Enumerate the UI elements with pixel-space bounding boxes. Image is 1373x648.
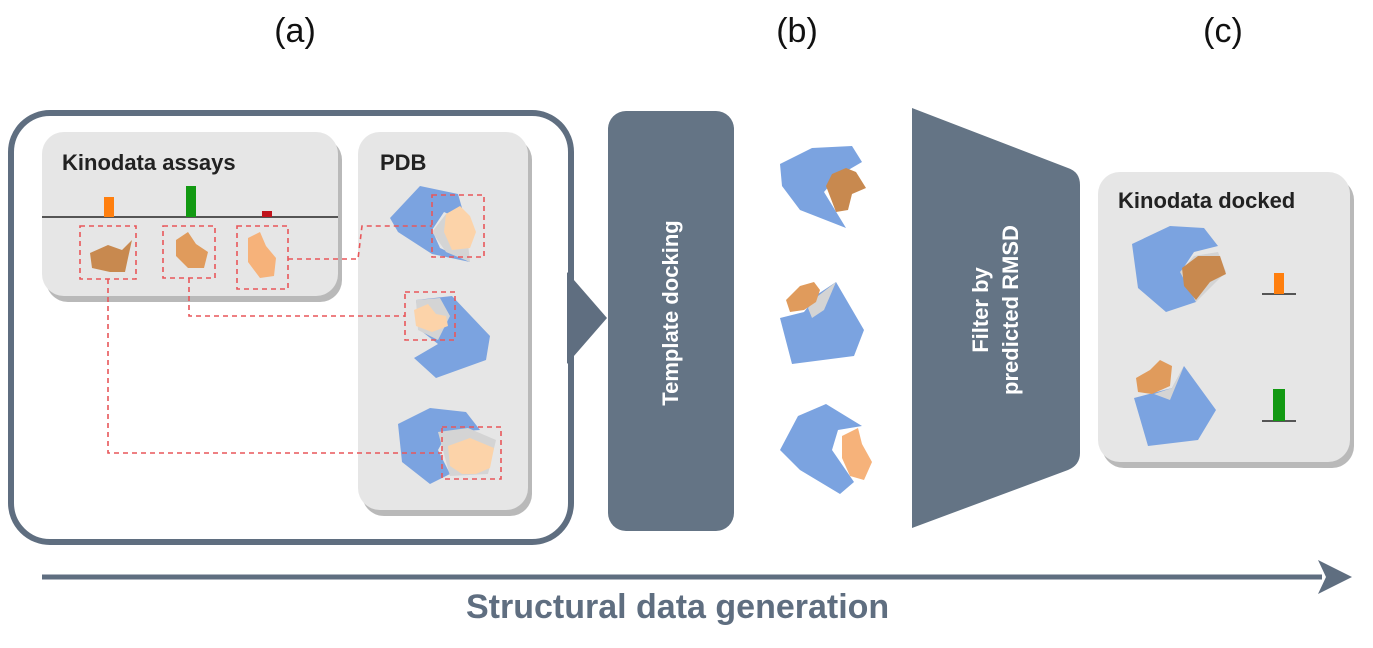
docked-protein-2	[1134, 366, 1216, 446]
pdb-ligand-3	[448, 438, 494, 474]
filter-funnel	[912, 108, 1080, 528]
pose-ligand-3	[842, 428, 872, 480]
pdb-protein-1	[390, 186, 470, 262]
assay-bar-red	[262, 211, 272, 217]
pose-ligand-1	[826, 168, 866, 212]
pdb-ligand-1-box	[431, 194, 485, 258]
assay-ligand-1	[90, 240, 132, 272]
structural-data-generation-label: Structural data generation	[466, 588, 890, 626]
connector-assay3-pdb1	[288, 225, 432, 260]
connector-assay1-pdb3	[107, 279, 442, 454]
assay-bar-orange	[104, 197, 114, 217]
panel-label-b: (b)	[776, 12, 818, 50]
pdb-ligand-2	[414, 304, 448, 332]
assay-ligand-2	[176, 232, 208, 268]
kinodata-assays-title: Kinodata assays	[62, 150, 236, 175]
filter-label: Filter by predicted RMSD	[966, 225, 1026, 395]
pose-protein-1	[780, 146, 862, 228]
assay-ligand-3-box	[236, 225, 289, 290]
filter-label-line1: Filter by	[968, 267, 993, 353]
docked-bar-orange	[1274, 273, 1284, 294]
assay-ligand-3	[248, 232, 276, 278]
panel-label-c: (c)	[1203, 12, 1243, 50]
panel-label-a: (a)	[274, 12, 316, 50]
docked-ligand-1	[1182, 256, 1226, 300]
template-docking-block	[608, 111, 734, 531]
box-pointer-arrow	[567, 272, 607, 364]
connector-assay2-pdb2	[188, 278, 405, 317]
docked-ligand-2	[1136, 360, 1172, 394]
pdb-ligand-3-box	[441, 426, 502, 480]
docked-pocket-2	[1154, 366, 1184, 400]
docked-bar-green	[1273, 389, 1285, 421]
pose-pocket-2	[808, 282, 836, 318]
kinodata-docked-title: Kinodata docked	[1118, 188, 1296, 213]
filter-label-line2: predicted RMSD	[998, 225, 1023, 395]
assay-bar-green	[186, 186, 196, 217]
pdb-ligand-1	[444, 206, 476, 250]
pdb-protein-3	[398, 408, 480, 484]
pose-ligand-2	[786, 282, 820, 312]
pose-protein-3	[780, 404, 862, 494]
pdb-title: PDB	[380, 150, 427, 175]
docked-protein-1	[1132, 226, 1218, 312]
pose-protein-2	[780, 282, 864, 364]
flow-arrow-head	[1318, 560, 1352, 594]
